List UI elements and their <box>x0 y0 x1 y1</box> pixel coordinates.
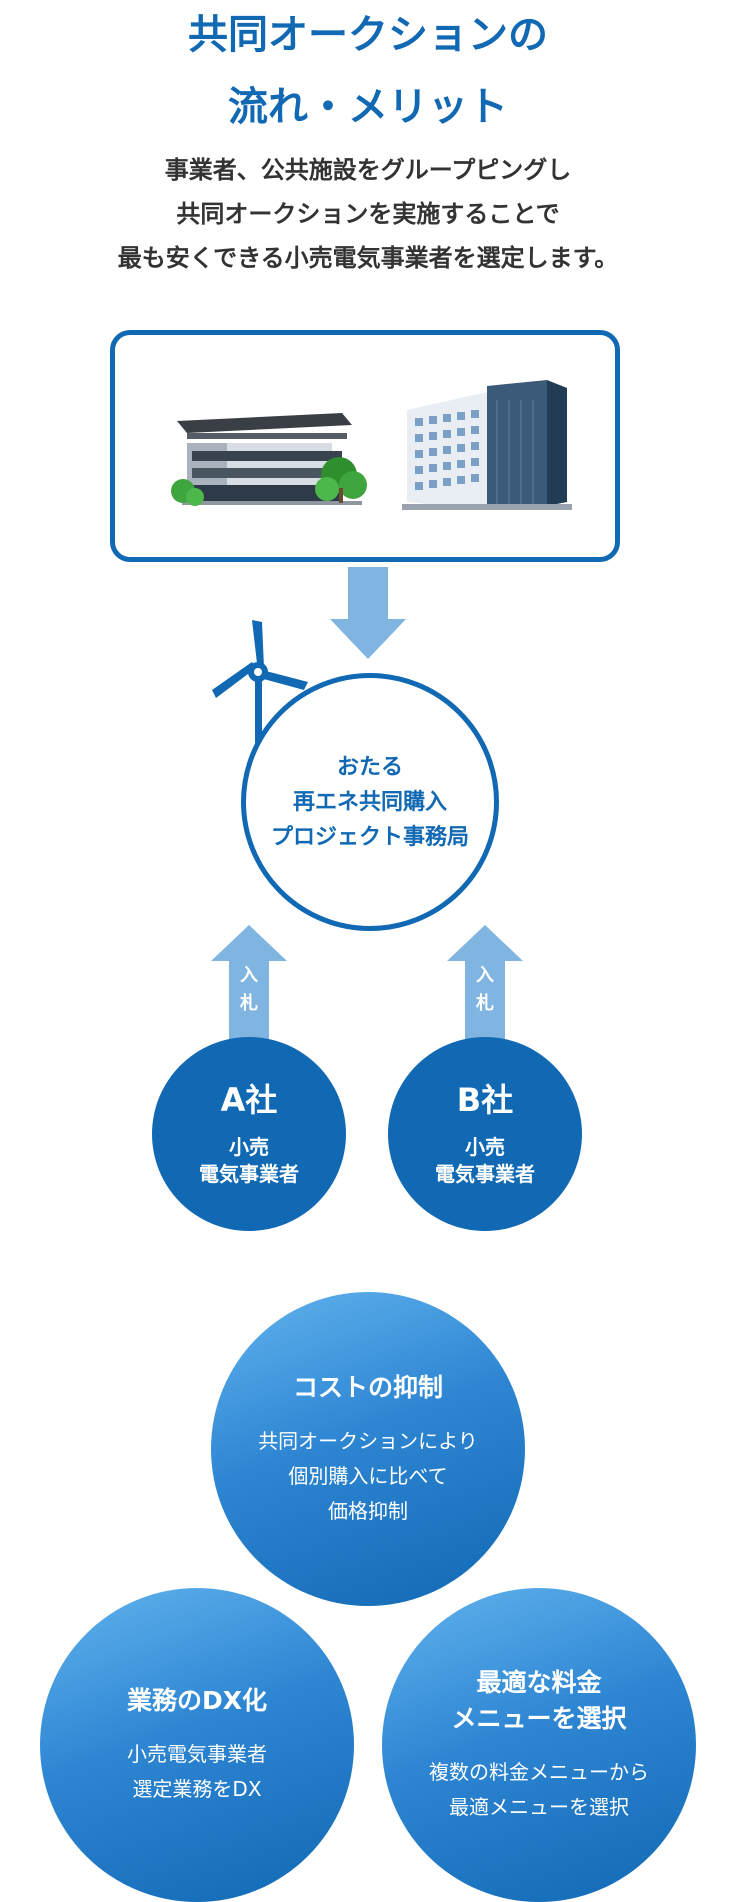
merit-dx-body: 小売電気事業者 選定業務をDX <box>127 1737 267 1807</box>
office-tower-icon <box>402 380 572 510</box>
company-name: A社 <box>220 1081 278 1119</box>
merit-plan-circle: 最適な料金 メニューを選択 複数の料金メニューから 最適メニューを選択 <box>382 1588 696 1902</box>
intro-line1: 事業者、公共施設をグループピングし <box>164 156 572 184</box>
office-line1: おたる <box>336 754 403 780</box>
company-a-circle: A社 小売 電気事業者 <box>152 1037 346 1231</box>
project-office-circle: おたる 再エネ共同購入 プロジェクト事務局 <box>241 673 499 931</box>
merit-cost-line3: 価格抑制 <box>327 1498 408 1523</box>
merit-cost-title: コストの抑制 <box>292 1372 443 1402</box>
merit-dx-circle: 業務のDX化 小売電気事業者 選定業務をDX <box>40 1588 354 1902</box>
intro-line2: 共同オークションを実施することで <box>176 200 560 228</box>
bid-char1: 入 <box>240 965 258 986</box>
intro-line3: 最も安くできる小売電気事業者を選定します。 <box>117 244 619 272</box>
bid-char1: 入 <box>476 965 494 986</box>
merit-plan-title-line1: 最適な料金 <box>476 1668 602 1697</box>
down-arrow-icon <box>330 567 406 659</box>
company-type-line2: 電気事業者 <box>199 1162 299 1186</box>
merit-cost-body: 共同オークションにより 個別購入に比べて 価格抑制 <box>258 1424 478 1529</box>
bid-char2: 札 <box>476 993 494 1014</box>
merit-plan-line1: 複数の料金メニューから <box>429 1760 649 1784</box>
merit-plan-line2: 最適メニューを選択 <box>449 1795 629 1819</box>
merit-dx-line1: 小売電気事業者 <box>127 1742 267 1766</box>
page-title-line1: 共同オークションの <box>188 12 548 58</box>
merit-plan-title-line2: メニューを選択 <box>451 1704 627 1733</box>
company-b-circle: B社 小売 電気事業者 <box>388 1037 582 1231</box>
intro-text: 事業者、公共施設をグループピングし 共同オークションを実施することで 最も安くで… <box>0 148 736 280</box>
facilities-box <box>110 330 620 562</box>
merit-dx-title: 業務のDX化 <box>126 1686 268 1715</box>
merit-plan-body: 複数の料金メニューから 最適メニューを選択 <box>429 1755 649 1825</box>
merit-cost-circle: コストの抑制 共同オークションにより 個別購入に比べて 価格抑制 <box>211 1292 525 1606</box>
company-type-line1: 小売 <box>229 1135 269 1159</box>
up-arrow-icon <box>211 925 287 1045</box>
company-type-line1: 小売 <box>465 1135 505 1159</box>
low-rise-building-icon <box>171 413 367 506</box>
up-arrow-icon <box>447 925 523 1045</box>
wind-turbine-icon <box>212 620 308 756</box>
merit-cost-line2: 個別購入に比べて <box>288 1463 448 1488</box>
company-name: B社 <box>456 1081 514 1119</box>
company-type-line2: 電気事業者 <box>435 1162 535 1186</box>
page-title-line2: 流れ・メリット <box>228 84 508 130</box>
bid-label-a: 入 札 <box>229 962 269 1018</box>
bid-label-b: 入 札 <box>465 962 505 1018</box>
office-line3: プロジェクト事務局 <box>270 824 469 850</box>
bid-char2: 札 <box>240 993 258 1014</box>
page-title: 共同オークションの 流れ・メリット <box>0 10 736 132</box>
merit-plan-title: 最適な料金 メニューを選択 <box>451 1665 626 1737</box>
merit-dx-line2: 選定業務をDX <box>132 1777 262 1801</box>
merit-cost-line1: 共同オークションにより <box>258 1428 478 1453</box>
office-line2: 再エネ共同購入 <box>292 789 447 815</box>
